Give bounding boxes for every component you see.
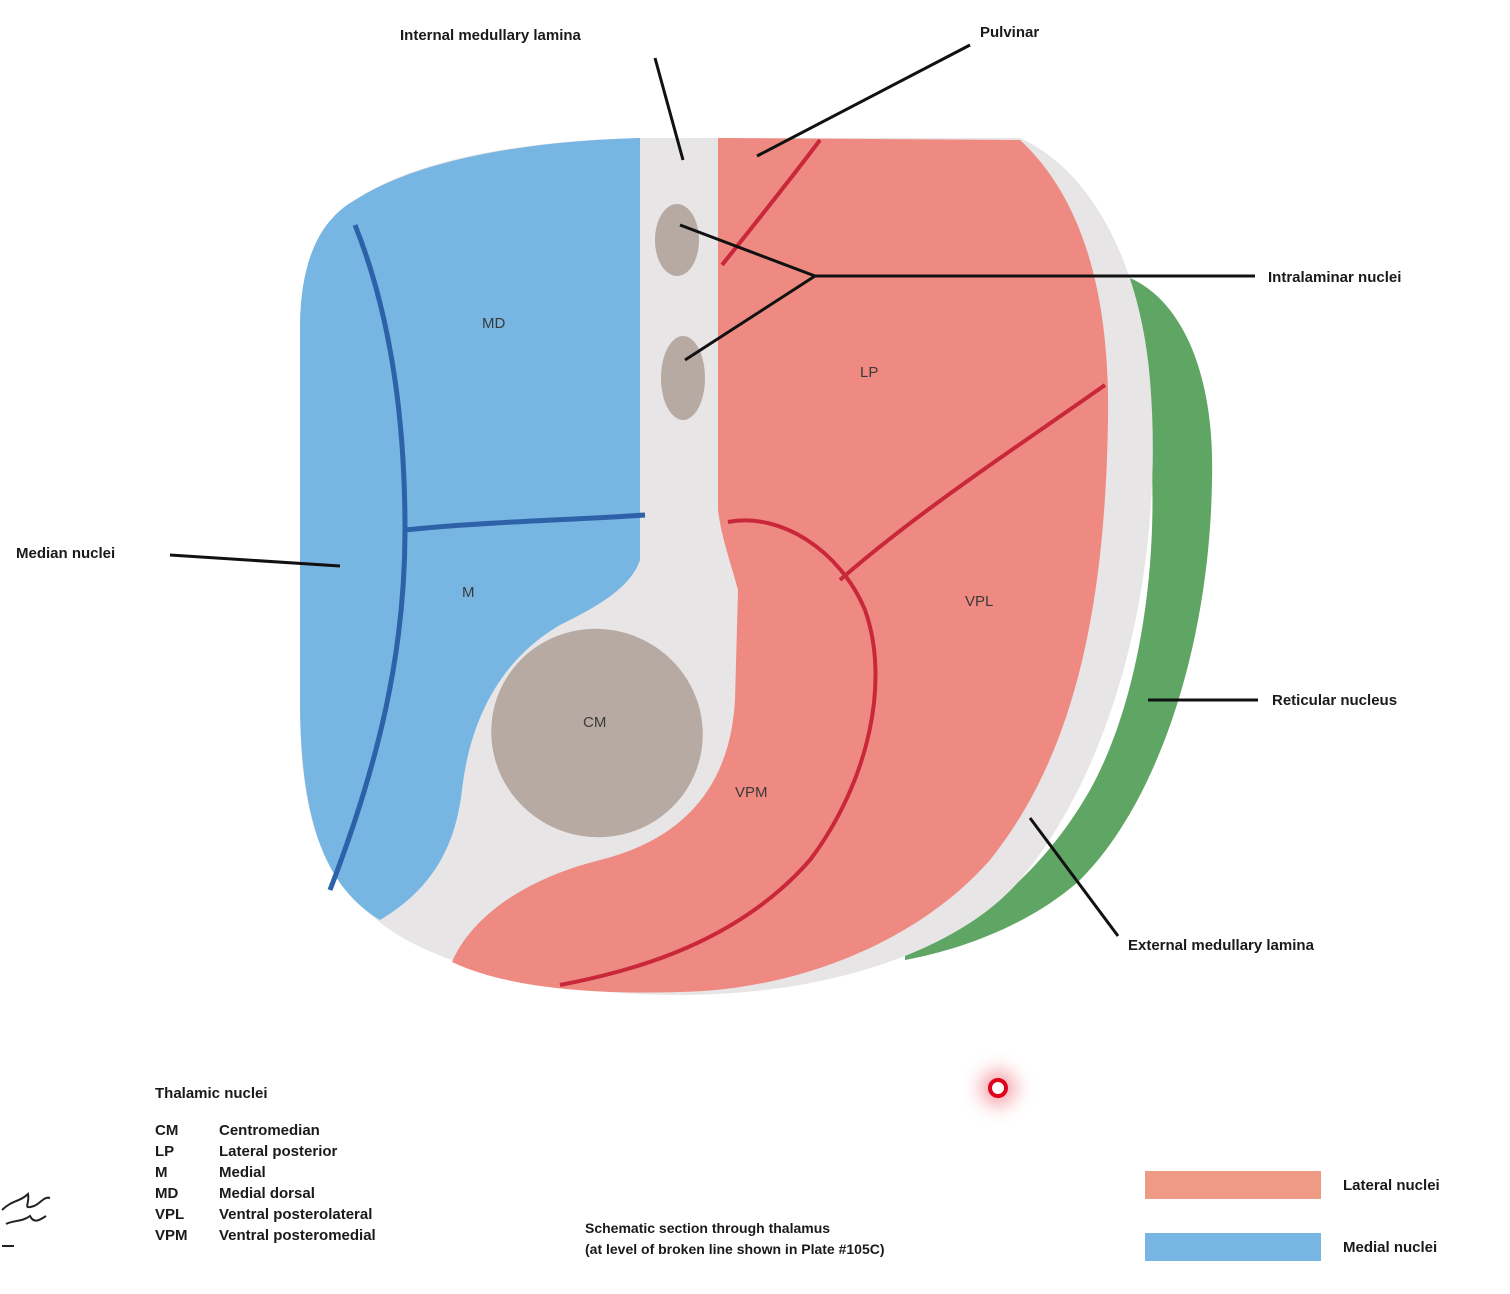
medial-division-line (327, 224, 408, 891)
key-row: M Medial (155, 1162, 376, 1183)
key-name: Ventral posterolateral (219, 1206, 373, 1223)
key-abbr: M (155, 1164, 168, 1181)
caption-line-2: (at level of broken line shown in Plate … (585, 1241, 885, 1257)
artist-signature (1, 1191, 51, 1247)
label-pulvinar: Pulvinar (980, 24, 1039, 41)
key-name: Lateral posterior (219, 1143, 338, 1160)
key-name: Medial dorsal (219, 1185, 315, 1202)
label-intralaminar: Intralaminar nuclei (1268, 269, 1401, 286)
key-name: Ventral posteromedial (219, 1227, 376, 1244)
leader-median-nuclei (169, 553, 341, 568)
key-row: VPM Ventral posteromedial (155, 1225, 376, 1246)
region-label-cm: CM (583, 714, 606, 731)
centromedian-nucleus (491, 628, 703, 838)
label-reticular: Reticular nucleus (1272, 692, 1397, 709)
legend-item-lateral: Lateral nuclei (1145, 1170, 1500, 1200)
key-abbr: CM (155, 1122, 179, 1139)
legend-label: Lateral nuclei (1343, 1176, 1440, 1194)
region-label-vpl: VPL (965, 593, 993, 610)
leader-external-lamina (1028, 817, 1120, 937)
label-internal-lamina: Internal medullary lamina (400, 27, 582, 44)
label-median-nuclei: Median nuclei (16, 545, 115, 562)
intralaminar-nucleus-upper (655, 204, 699, 276)
key-row: MD Medial dorsal (155, 1183, 376, 1204)
reticular-nucleus (905, 278, 1213, 960)
key-abbr: MD (155, 1185, 179, 1202)
md-m-division-line (404, 512, 646, 533)
legend-item-medial: Medial nuclei (1145, 1232, 1500, 1262)
lateral-swatch (1145, 1171, 1321, 1199)
thalamus-diagram: MD M LP VPL VPM CM Internal medullary la… (16, 24, 1401, 995)
medial-swatch (1145, 1233, 1321, 1261)
key-row: CM Centromedian (155, 1120, 376, 1141)
key-row: LP Lateral posterior (155, 1141, 376, 1162)
leader-pulvinar (756, 43, 971, 158)
vpm-boundary-line (559, 518, 878, 987)
color-legend: Lateral nuclei Medial nuclei (1145, 1170, 1500, 1294)
key-name: Centromedian (219, 1122, 320, 1139)
pulvinar-division-line (720, 138, 822, 267)
legend-label: Medial nuclei (1343, 1238, 1438, 1256)
region-label-m: M (462, 584, 475, 601)
region-label-md: MD (482, 315, 505, 332)
diagram-caption: Schematic section through thalamus (at l… (585, 1218, 885, 1260)
label-external-lamina: External medullary lamina (1128, 937, 1315, 954)
lateral-nuclei-region (452, 138, 1109, 993)
key-name: Medial (219, 1164, 266, 1181)
leader-intralaminar (679, 223, 1255, 362)
region-label-lp: LP (860, 364, 878, 381)
key-title: Thalamic nuclei (155, 1085, 268, 1102)
nuclei-key: Thalamic nuclei CM Centromedian LP Lateral… (155, 1085, 376, 1246)
cursor-marker-icon (988, 1078, 1008, 1098)
caption-line-1: Schematic section through thalamus (585, 1220, 831, 1236)
key-abbr: VPL (155, 1206, 185, 1223)
region-label-vpm: VPM (735, 784, 768, 801)
key-abbr: VPM (155, 1227, 188, 1244)
key-abbr: LP (155, 1143, 175, 1160)
leader-internal-lamina (653, 57, 685, 161)
key-row: VPL Ventral posterolateral (155, 1204, 376, 1225)
intralaminar-nucleus-lower (661, 336, 705, 420)
lp-vpl-division-line (838, 383, 1107, 582)
